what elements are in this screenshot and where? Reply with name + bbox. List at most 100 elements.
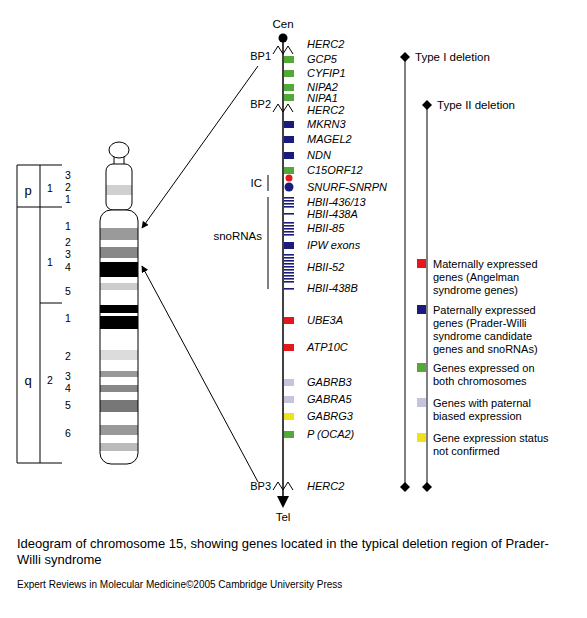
chromosome-band (100, 350, 138, 360)
snorna-marker (284, 225, 294, 227)
breakpoint-symbol (273, 46, 293, 54)
ic-bar (268, 175, 269, 191)
snorna-marker (284, 257, 294, 259)
chromosome-band (100, 425, 138, 435)
snorna-marker (284, 269, 294, 271)
breakpoint-symbol (273, 104, 293, 112)
gene-name: CYFIP1 (307, 67, 346, 80)
chromosome-band (100, 371, 138, 377)
figure-caption: Ideogram of chromosome 15, showing genes… (17, 536, 572, 568)
bracket-tick (17, 207, 62, 208)
legend-text: Maternally expressed genes (Angelman syn… (433, 258, 557, 297)
gene-name: GABRB3 (307, 376, 352, 389)
snorna-marker (284, 278, 294, 280)
gene-name: HERC2 (307, 480, 344, 493)
gene-name: NDN (307, 149, 331, 162)
snorna-marker (284, 203, 294, 205)
deletion-end (400, 52, 410, 62)
gene-marker (284, 431, 294, 438)
gene-marker (284, 121, 294, 128)
gene-marker (284, 344, 294, 351)
chromosome-band (100, 283, 138, 290)
gene-name: HERC2 (307, 38, 344, 51)
gene-marker (284, 167, 294, 174)
chromosome-band (100, 228, 138, 240)
axis-arrow (277, 496, 289, 508)
arm-label: q (24, 374, 31, 387)
band-number: 3 (65, 248, 71, 261)
gene-marker (284, 396, 294, 403)
snorna-marker (284, 288, 294, 290)
gene-marker (284, 317, 294, 324)
breakpoint-symbol (273, 482, 293, 490)
bracket-line (40, 165, 41, 463)
band-number: 2 (65, 236, 71, 249)
q-arm-outline (100, 210, 138, 464)
arm-label: p (24, 184, 31, 197)
deletion-end (400, 482, 410, 492)
legend-text: Genes expressed on both chromosomes (433, 362, 557, 388)
band-number: 4 (65, 382, 71, 395)
snorna-marker (284, 260, 294, 262)
chromosome-band (100, 305, 138, 313)
gene-name: IPW exons (307, 239, 360, 252)
gene-marker (285, 183, 294, 192)
deletion-end (422, 482, 432, 492)
gene-name: MAGEL2 (307, 133, 352, 146)
chromosome-band (106, 185, 132, 195)
gene-name: NIPA1 (307, 92, 338, 105)
gene-marker (284, 152, 294, 159)
snorna-marker (284, 234, 294, 236)
axis-end-label: Tel (276, 511, 291, 524)
gene-name: ATP10C (307, 341, 348, 354)
band-number: 2 (65, 181, 71, 194)
legend-swatch (417, 363, 426, 372)
chromosome-band (100, 400, 138, 412)
legend-text: Gene expression status not confirmed (433, 432, 557, 458)
snorna-marker (284, 272, 294, 274)
legend-text: Paternally expressed genes (Prader-Willi… (433, 304, 557, 356)
chromosome-band (100, 247, 138, 258)
chromosome-axis (282, 38, 284, 497)
legend-swatch (417, 398, 426, 407)
snorna-marker (284, 200, 294, 202)
gene-marker (284, 136, 294, 143)
breakpoint-label: BP3 (250, 480, 271, 493)
axis-end-label: Cen (272, 18, 293, 31)
snorna-marker (284, 275, 294, 277)
band-number: 1 (65, 312, 71, 325)
p-arm-outline (106, 164, 132, 210)
gene-name: MKRN3 (307, 118, 346, 131)
gene-marker (284, 379, 294, 386)
gene-marker (284, 242, 294, 249)
gene-name: GABRG3 (307, 410, 353, 423)
gene-marker (284, 84, 294, 91)
copyright-note: Expert Reviews in Molecular Medicine©200… (17, 578, 342, 591)
gene-marker (284, 56, 294, 63)
snorna-bar (268, 197, 269, 289)
gene-marker (284, 70, 294, 77)
band-number: 1 (65, 193, 71, 206)
bracket-tick (17, 165, 62, 166)
snorna-marker (284, 263, 294, 265)
band-number: 3 (65, 169, 71, 182)
chromosome-band (100, 316, 138, 329)
legend-swatch (417, 433, 426, 442)
band-number: 5 (65, 399, 71, 412)
band-number: 4 (65, 261, 71, 274)
region-number: 2 (47, 374, 53, 387)
gene-name: HBII-438A (307, 208, 358, 221)
deletion-line (405, 57, 406, 487)
gene-name: UBE3A (307, 314, 343, 327)
region-label: snoRNAs (213, 230, 262, 243)
gene-name: HERC2 (307, 104, 344, 117)
satellite (109, 142, 129, 158)
snorna-marker (284, 222, 294, 224)
band-number: 5 (65, 285, 71, 298)
gene-name: HBII-85 (307, 222, 344, 235)
legend-swatch (417, 259, 426, 268)
snorna-marker (284, 206, 294, 208)
gene-marker (284, 94, 294, 101)
snorna-marker (284, 254, 294, 256)
band-number: 3 (65, 370, 71, 383)
